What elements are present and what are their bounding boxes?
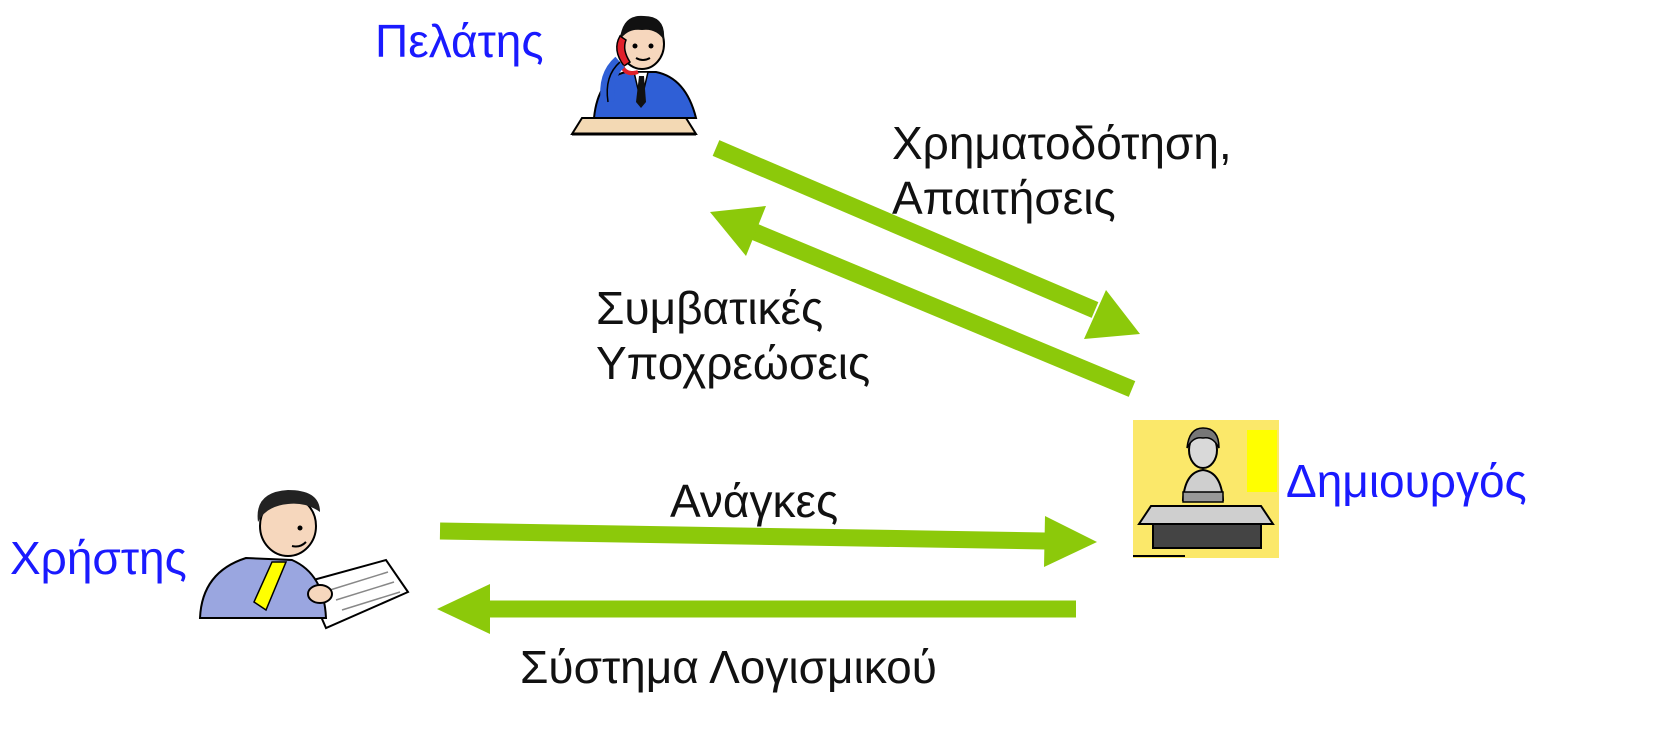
flow-label-line: Απαιτήσεις: [892, 172, 1116, 225]
client-on-phone-icon: [570, 15, 698, 136]
arrow-developer-to-user: [437, 584, 1076, 634]
arrow-user-to-developer: [439, 516, 1097, 567]
arrow-developer-to-client: [710, 206, 1136, 397]
developer-label: Δημιουργός: [1286, 455, 1527, 507]
flow-label-developer-to-client: Συμβατικές Υποχρεώσεις: [596, 281, 870, 391]
client-label: Πελάτης: [375, 15, 544, 67]
flow-label-user-to-developer: Ανάγκες: [670, 475, 839, 527]
flow-label-client-to-developer: Χρηματοδότηση, Απαιτήσεις: [892, 116, 1232, 226]
flow-label-line: Χρηματοδότηση,: [892, 117, 1232, 169]
arrow-client-to-developer: [712, 140, 1140, 339]
user-label: Χρήστης: [10, 532, 187, 584]
flow-label-line: Υποχρεώσεις: [596, 337, 871, 390]
flow-label-developer-to-user: Σύστημα Λογισμικού: [520, 641, 937, 693]
developer-at-desk-icon: [1133, 420, 1279, 558]
user-reading-document-icon: [198, 490, 410, 630]
flow-label-line: Συμβατικές: [596, 282, 824, 334]
